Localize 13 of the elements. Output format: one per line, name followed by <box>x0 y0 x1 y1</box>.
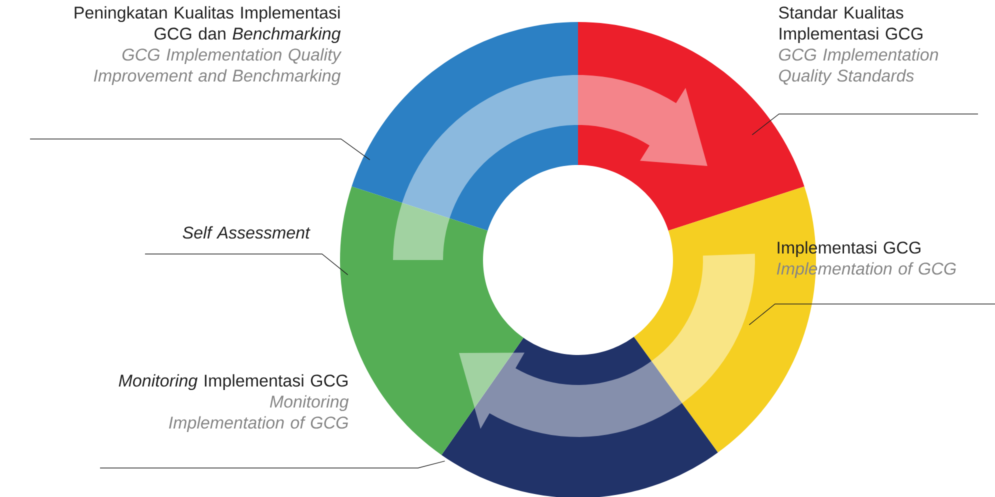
label-text: Peningkatan Kualitas Implementasi GCG dan Benchmarking GCG Implementation Quality Improvement and Benchmarking <box>74 6 342 86</box>
curved-arrow <box>393 75 708 260</box>
leader-line <box>144 254 348 276</box>
leader-line <box>748 304 995 326</box>
label-text: Self Assessment <box>182 226 310 239</box>
label-text: Standar Kualitas Implementasi GCG GCG Implementation Quality Standards <box>778 6 938 86</box>
leader-line <box>100 460 446 468</box>
leader-line <box>30 138 370 160</box>
ring-segment <box>442 336 718 497</box>
curved-arrow <box>459 254 755 437</box>
leader-line <box>752 114 978 136</box>
label-text: Monitoring Implementasi GCG Monitoring Implementation of GCG <box>118 374 349 432</box>
ring-segment <box>352 22 578 231</box>
